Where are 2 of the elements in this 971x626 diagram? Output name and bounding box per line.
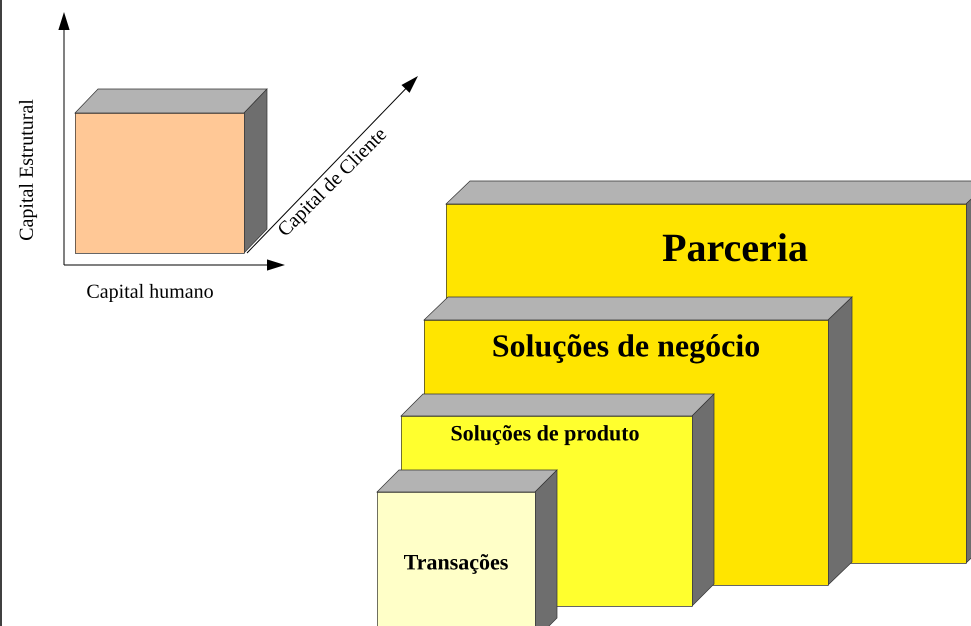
- axis-label: Capital humano: [87, 284, 213, 302]
- axis-label: Capital Estrutural: [18, 100, 38, 240]
